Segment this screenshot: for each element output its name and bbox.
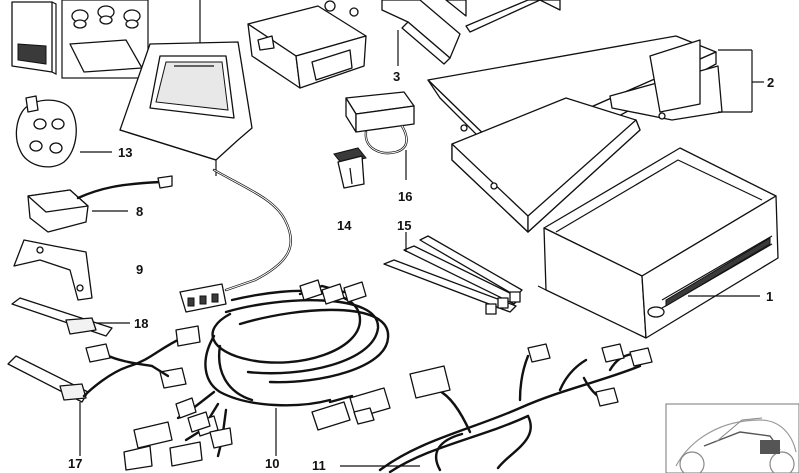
adapter-harness (82, 325, 201, 398)
bracket-set (427, 35, 723, 233)
manual-card (11, 1, 57, 75)
callout-11: 11 (312, 458, 326, 473)
velcro-strap (11, 297, 130, 337)
callout-13: 13 (118, 145, 132, 160)
cable-ties (383, 232, 523, 315)
wiring-harness (123, 279, 391, 471)
mounting-plate (13, 239, 93, 301)
callout-2: 2 (767, 75, 774, 90)
fuse (333, 147, 367, 189)
callout-18: 18 (134, 316, 148, 331)
main-harness (340, 343, 653, 473)
callout-1: 1 (766, 289, 773, 304)
control-module (247, 0, 367, 89)
callout-10: 10 (265, 456, 279, 471)
callout-17: 17 (68, 456, 82, 471)
strap-harness (7, 355, 89, 456)
callout-3: 3 (393, 69, 400, 84)
cd-changer-unit (537, 147, 779, 339)
callout-14: 14 (337, 218, 352, 233)
mounting-rail (381, 0, 561, 66)
callout-8: 8 (136, 204, 143, 219)
caps-kit (61, 0, 149, 79)
callout-15: 15 (397, 218, 411, 233)
callout-16: 16 (398, 189, 412, 204)
callout-9: 9 (136, 262, 143, 277)
antenna-module (27, 175, 173, 233)
clip-holder (15, 95, 112, 168)
relay (345, 91, 415, 180)
motorcycle-thumbnail (665, 403, 799, 473)
display-unit (119, 0, 293, 313)
